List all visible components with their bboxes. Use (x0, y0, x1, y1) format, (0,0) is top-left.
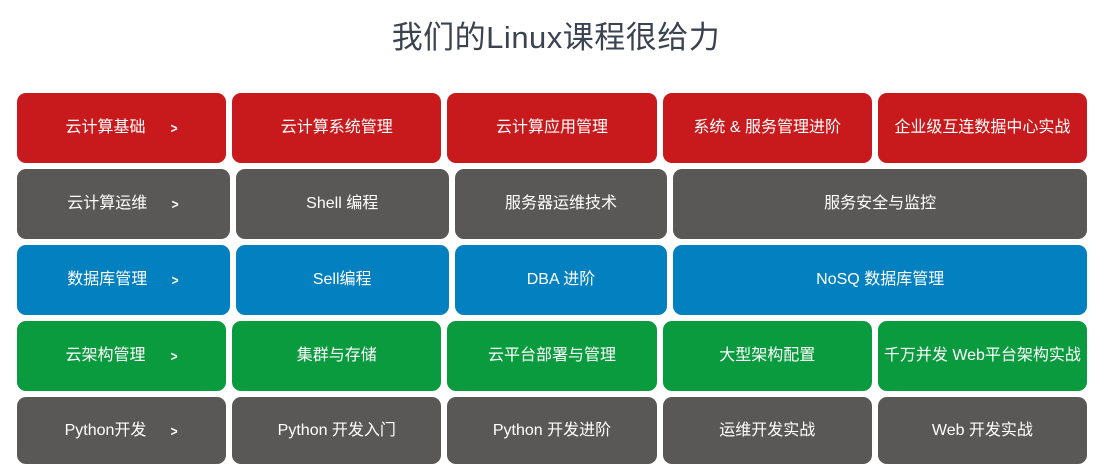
course-card-label: 服务器运维技术 (504, 195, 617, 213)
course-card-content: 服务器运维技术 (505, 194, 617, 213)
course-card-content: Python 开发入门 (278, 421, 396, 440)
course-card-label: Shell 编程 (306, 195, 379, 213)
course-card[interactable]: 云计算系统管理 (232, 93, 442, 163)
course-card-label: 企业级互连数据中心实战 (894, 119, 1071, 137)
course-card[interactable]: 千万并发 Web平台架构实战 (877, 321, 1088, 391)
course-card-content: Web 开发实战 (932, 421, 1033, 440)
course-card-content: 云平台部署与管理 (488, 346, 616, 365)
course-card-content: 集群与存储 (297, 346, 377, 365)
course-card[interactable]: 运维开发实战 (662, 397, 872, 464)
course-card[interactable]: 集群与存储 (232, 321, 442, 391)
course-row: 云架构管理 > 集群与存储 云平台部署与管理 大型架构配置 千万并发 Web平台架构实战 (17, 321, 1088, 391)
chevron-right-icon[interactable]: > (171, 196, 179, 212)
course-card-content: 云计算基础 > (66, 118, 178, 137)
course-card[interactable]: Python开发 > (17, 397, 227, 464)
course-card[interactable]: 云平台部署与管理 (447, 321, 657, 391)
course-card[interactable]: 云计算运维 > (17, 169, 230, 239)
course-card-label: NoSQ 数据库管理 (816, 271, 945, 289)
course-card[interactable]: 数据库管理 > (17, 245, 230, 315)
course-card-label: 数据库管理 (67, 271, 148, 289)
course-card[interactable]: Shell 编程 (235, 169, 449, 239)
course-card-label: DBA 进阶 (526, 271, 596, 289)
course-card-content: Python开发 > (65, 421, 179, 440)
course-card-content: 服务安全与监控 (824, 194, 936, 213)
page-title: 我们的Linux课程很给力 (391, 20, 721, 55)
course-card[interactable]: 云架构管理 > (17, 321, 227, 391)
course-card-label: 系统 & 服务管理进阶 (693, 119, 841, 137)
course-card-content: Shell 编程 (306, 194, 378, 213)
course-card-content: 大型架构配置 (719, 346, 815, 365)
course-card-label: Sell编程 (312, 271, 372, 289)
course-card[interactable]: DBA 进阶 (454, 245, 668, 315)
course-card-label: 云计算系统管理 (280, 119, 393, 137)
course-card-label: 千万并发 Web平台架构实战 (883, 347, 1081, 365)
course-card-label: 云计算应用管理 (496, 119, 609, 137)
course-card[interactable]: 企业级互连数据中心实战 (877, 93, 1088, 163)
chevron-right-icon[interactable]: > (171, 422, 178, 439)
course-card[interactable]: Web 开发实战 (877, 397, 1088, 464)
course-card-content: DBA 进阶 (527, 270, 595, 289)
chevron-right-icon[interactable]: > (171, 272, 179, 288)
course-card-label: 云计算运维 (67, 195, 148, 213)
course-card-label: Web 开发实战 (931, 421, 1033, 439)
course-card-content: NoSQ 数据库管理 (816, 270, 944, 289)
course-card[interactable]: 服务器运维技术 (454, 169, 668, 239)
course-card-content: 云计算系统管理 (281, 118, 393, 137)
course-card-label: 云平台部署与管理 (488, 347, 617, 365)
course-card-content: 运维开发实战 (719, 421, 815, 440)
course-card-label: 云架构管理 (65, 347, 146, 365)
chevron-right-icon[interactable]: > (170, 348, 178, 364)
course-row: 数据库管理 > Sell编程 DBA 进阶 NoSQ 数据库管理 (17, 245, 1087, 315)
course-card-content: Sell编程 (313, 270, 372, 289)
course-card-label: Python开发 (64, 421, 147, 439)
course-card-content: 云架构管理 > (66, 346, 178, 365)
course-card-label: 集群与存储 (296, 347, 377, 365)
course-card-content: Python 开发进阶 (493, 421, 611, 440)
course-card-content: 云计算应用管理 (496, 118, 608, 137)
course-card-label: 运维开发实战 (719, 421, 816, 439)
course-card-content: 企业级互连数据中心实战 (894, 118, 1070, 137)
course-card-content: 云计算运维 > (67, 194, 179, 213)
course-card[interactable]: Python 开发进阶 (447, 397, 657, 464)
course-card[interactable]: 大型架构配置 (662, 321, 872, 391)
course-card-content: 数据库管理 > (67, 270, 179, 289)
course-card-label: Python 开发入门 (277, 421, 396, 439)
course-card[interactable]: NoSQ 数据库管理 (673, 245, 1087, 315)
chevron-right-icon[interactable]: > (170, 120, 178, 136)
course-card[interactable]: 云计算基础 > (17, 93, 227, 163)
course-card[interactable]: 服务安全与监控 (673, 169, 1087, 239)
course-card-label: 大型架构配置 (719, 347, 816, 365)
course-card-label: Python 开发进阶 (492, 421, 612, 439)
course-grid: 云计算基础 > 云计算系统管理 云计算应用管理 系统 & 服务管理进阶 企业级互连数据中心… (17, 93, 1088, 464)
course-row: 云计算基础 > 云计算系统管理 云计算应用管理 系统 & 服务管理进阶 企业级互连数据中心… (17, 93, 1088, 163)
course-card-label: 云计算基础 (65, 119, 146, 137)
course-card[interactable]: Python 开发入门 (232, 397, 442, 464)
course-card[interactable]: 系统 & 服务管理进阶 (662, 93, 872, 163)
course-row: Python开发 > Python 开发入门 Python 开发进阶 运维开发实战 Web… (17, 397, 1088, 464)
course-card-content: 千万并发 Web平台架构实战 (884, 346, 1081, 365)
course-row: 云计算运维 > Shell 编程 服务器运维技术 服务安全与监控 (17, 169, 1087, 239)
course-card-label: 服务安全与监控 (824, 195, 937, 213)
course-card-content: 系统 & 服务管理进阶 (693, 118, 841, 137)
course-card[interactable]: 云计算应用管理 (447, 93, 657, 163)
course-card[interactable]: Sell编程 (235, 245, 449, 315)
